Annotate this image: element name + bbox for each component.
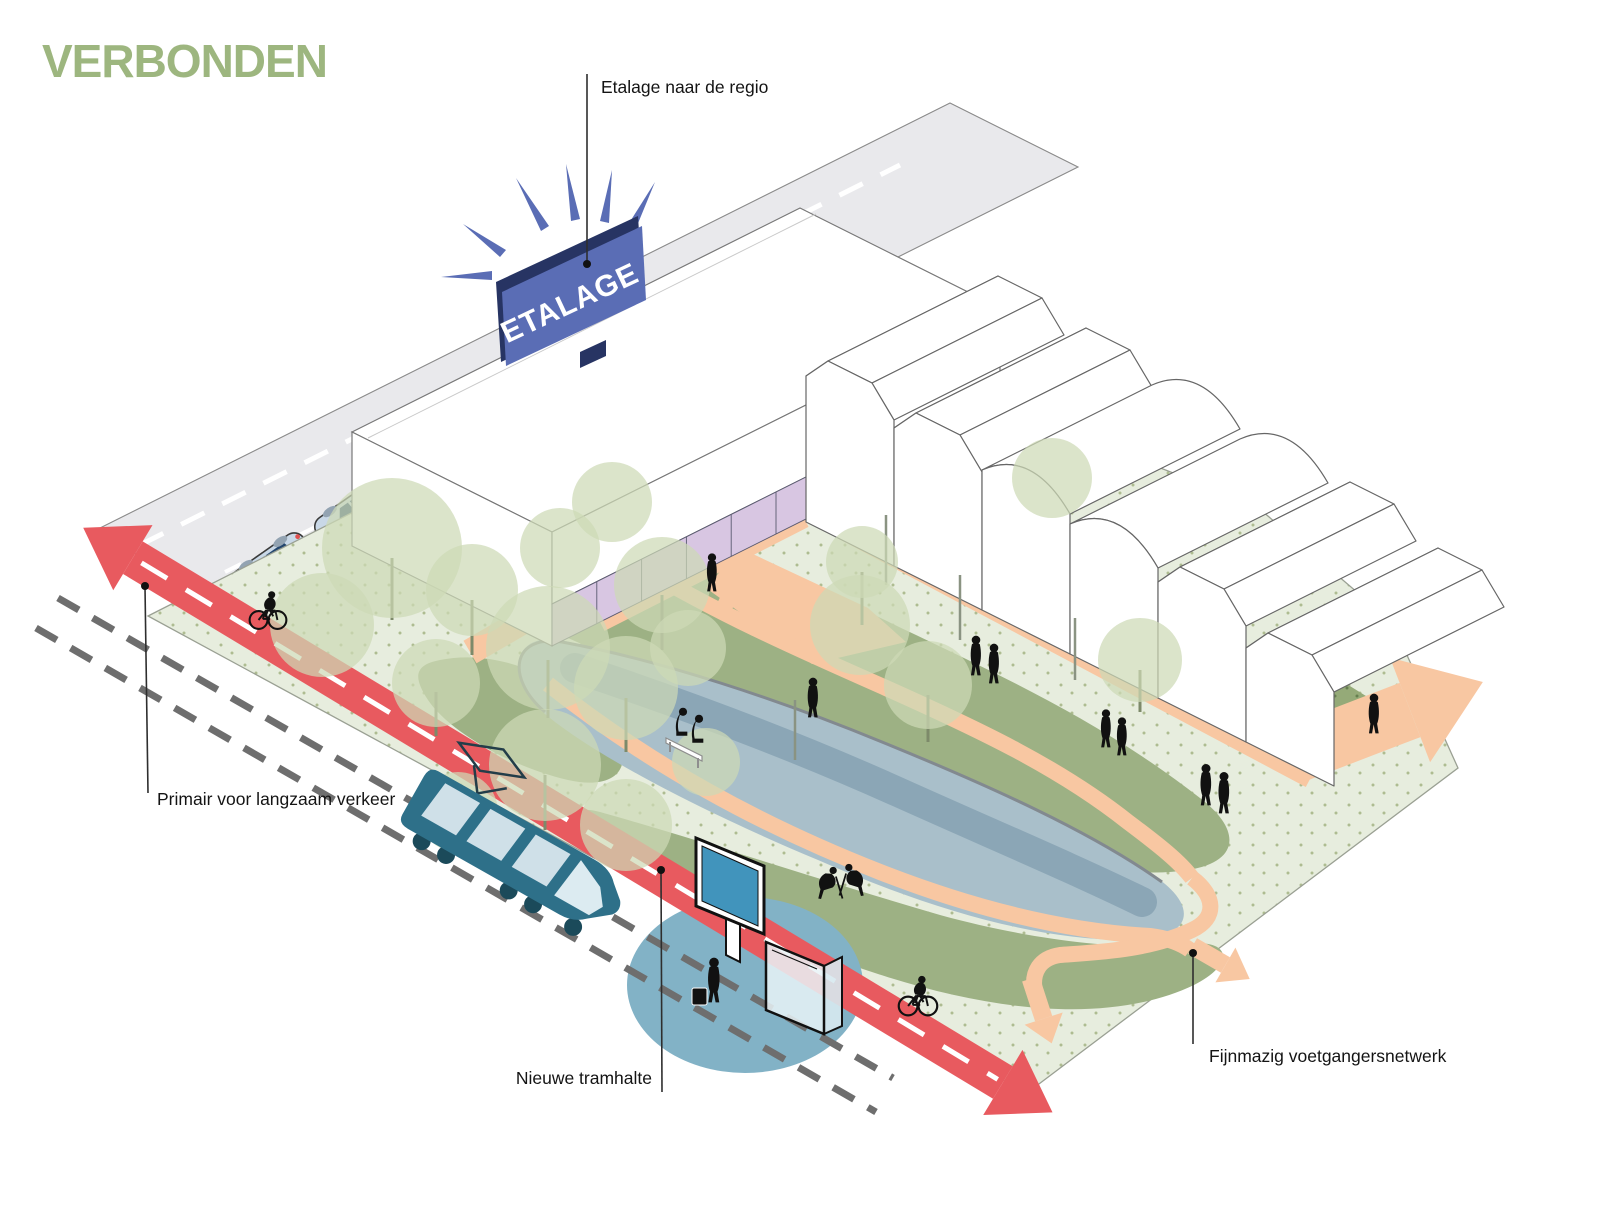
tree-icon [614,537,710,633]
row-houses [805,275,1505,787]
tree-icon [392,639,480,727]
house [1245,547,1505,787]
tree-icon [574,636,678,740]
label-primair-langzaam-verkeer: Primair voor langzaam verkeer [157,789,396,809]
label-etalage-naar-de-regio: Etalage naar de regio [601,77,769,97]
tree-icon [520,508,600,588]
suitcase-icon [691,987,708,1006]
sign-face [502,226,646,366]
shelter-icon [764,940,843,1036]
leader-dots [141,260,1197,957]
tree-icon [650,610,726,686]
tree-icon [572,462,652,542]
bench-icon [665,737,703,768]
pedestrian-arrow-icon [1022,975,1063,1044]
tree-icon [426,544,518,636]
pedestrian-arrow-icon [1188,938,1250,983]
tree-icon [1098,618,1182,702]
house [805,275,1065,567]
house [893,327,1153,611]
tree-icon [672,728,740,796]
tree-icon [884,641,972,729]
tram-icon [400,741,621,936]
label-fijnmazig-voetgangersnetwerk: Fijnmazig voetgangersnetwerk [1209,1046,1447,1066]
page-title: VERBONDEN [42,35,328,87]
tree-icon [826,526,898,598]
tree-icon [489,709,601,821]
house [1157,481,1417,743]
tree-icon [810,575,910,675]
billboard-icon [694,835,766,964]
tree-icon [580,779,672,871]
leader-lines [144,74,1194,1093]
stream [560,653,1157,917]
tree-icon [1012,438,1092,518]
label-nieuwe-tramhalte: Nieuwe tramhalte [515,1068,652,1088]
tree-icon [270,573,374,677]
